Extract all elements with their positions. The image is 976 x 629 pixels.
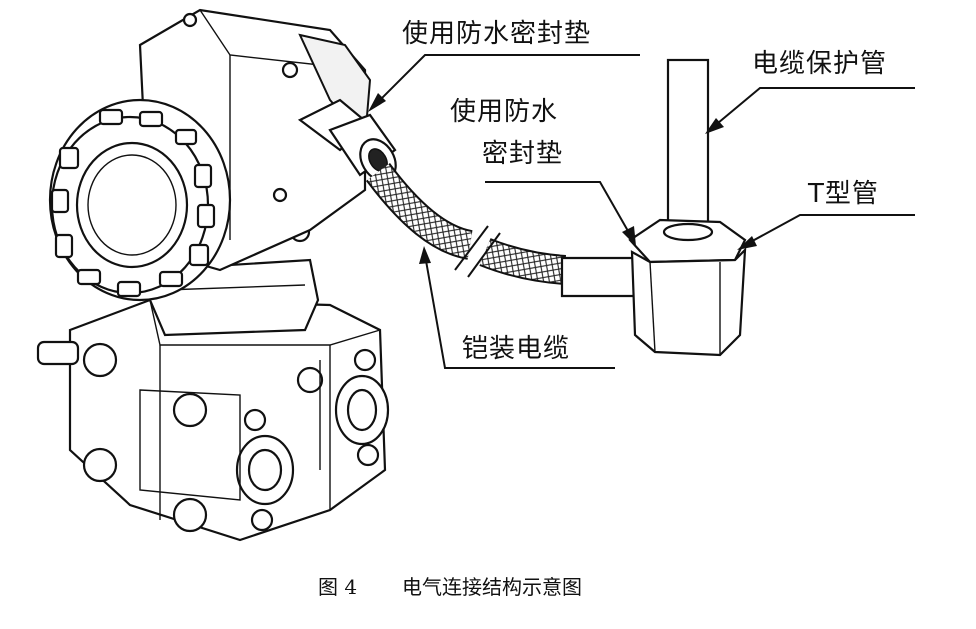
callout-lines	[368, 54, 915, 369]
gasket-label-mid-line2: 密封垫	[482, 139, 563, 169]
gasket-label-mid-line1: 使用防水	[450, 97, 558, 127]
gasket-label-top: 使用防水密封垫	[402, 19, 591, 49]
figure-caption: 电气连接结构示意图	[402, 575, 582, 599]
figure-number: 图 4	[318, 575, 357, 599]
flange-assembly	[36, 298, 390, 542]
pressure-transmitter	[36, 8, 397, 542]
conduit-label: 电缆保护管	[752, 49, 887, 79]
t-pipe-label: T型管	[807, 179, 879, 209]
cable-gland	[297, 98, 397, 182]
armored-cable-label: 铠装电缆	[462, 334, 570, 364]
front-cover	[48, 98, 232, 302]
t-pipe-fitting	[628, 58, 747, 357]
armored-cable	[365, 162, 642, 298]
